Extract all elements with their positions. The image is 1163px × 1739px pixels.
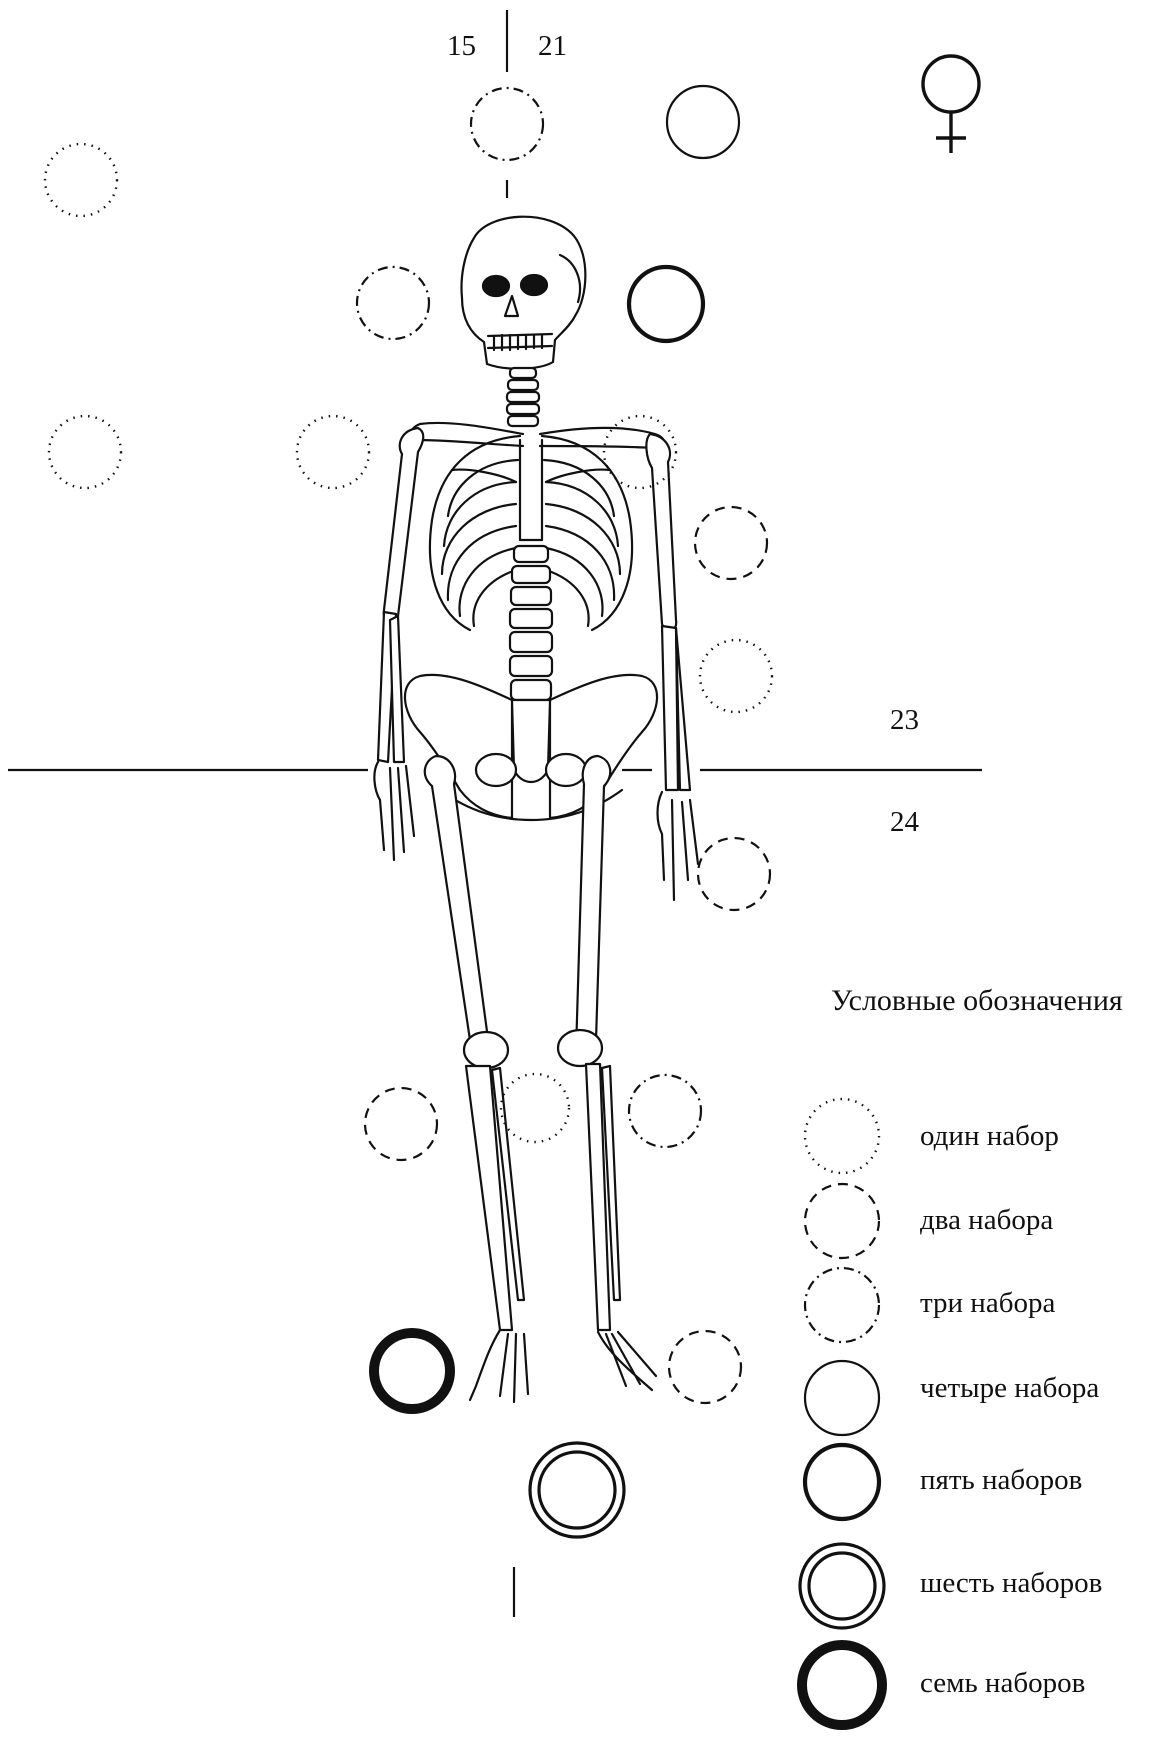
right-leg [558, 756, 656, 1390]
left-clavicle [411, 423, 523, 446]
legend-label-seven-sets: семь наборов [920, 1669, 1085, 1698]
find-marker-right-hand-icon [698, 838, 770, 910]
find-marker-below-feet-icon [530, 1443, 624, 1537]
skull [462, 217, 586, 369]
find-markers [45, 86, 772, 1537]
legend-label-two-sets: два набора [920, 1206, 1053, 1235]
find-marker-right-chest-icon [695, 507, 767, 579]
legend-symbol-double-icon [800, 1544, 884, 1628]
find-marker-right-foot-icon [669, 1331, 741, 1403]
legend-title: Условные обозначения [831, 986, 1123, 1016]
grid-label-23: 23 [890, 706, 919, 735]
legend-symbols [800, 1099, 884, 1725]
grid-label-24: 24 [890, 808, 919, 837]
neck-vertebrae [507, 368, 539, 426]
find-marker-left-of-skull-icon [357, 267, 429, 339]
left-arm [374, 428, 423, 860]
legend-label-four-sets: четыре набора [920, 1374, 1099, 1403]
find-marker-right-hip-icon [700, 640, 772, 712]
left-leg [425, 756, 528, 1402]
find-marker-far-left-top-icon [45, 144, 117, 216]
find-marker-above-skull-icon [471, 88, 543, 160]
legend-label-three-sets: три набора [920, 1289, 1055, 1318]
legend-symbol-dashed-icon [805, 1184, 879, 1258]
legend-label-six-sets: шесть наборов [920, 1569, 1102, 1598]
skeleton-drawing [374, 217, 698, 1402]
legend-symbol-solid-bold-icon [802, 1645, 882, 1725]
find-marker-right-of-top-icon [667, 86, 739, 158]
find-marker-left-chest-icon [297, 416, 369, 488]
lumbar-spine [510, 546, 552, 700]
find-marker-far-left-chest-icon [49, 416, 121, 488]
find-marker-between-knees-icon [501, 1074, 569, 1142]
legend-symbol-solid-medium-icon [805, 1445, 879, 1519]
legend-label-five-sets: пять наборов [920, 1466, 1082, 1495]
grid-label-15: 15 [447, 32, 476, 61]
legend-symbol-dashdot-icon [805, 1268, 879, 1342]
legend-label-one-set: один набор [920, 1122, 1059, 1151]
find-marker-right-knee-icon [629, 1075, 701, 1147]
right-arm [646, 434, 698, 900]
find-marker-left-foot-icon [374, 1333, 450, 1409]
find-marker-left-knee-icon [365, 1088, 437, 1160]
grid-label-21: 21 [538, 32, 567, 61]
find-marker-right-of-skull-icon [629, 267, 703, 341]
legend-symbol-solid-thin-icon [805, 1361, 879, 1435]
legend-symbol-dotted-icon [805, 1099, 879, 1173]
female-symbol-icon [923, 56, 979, 153]
